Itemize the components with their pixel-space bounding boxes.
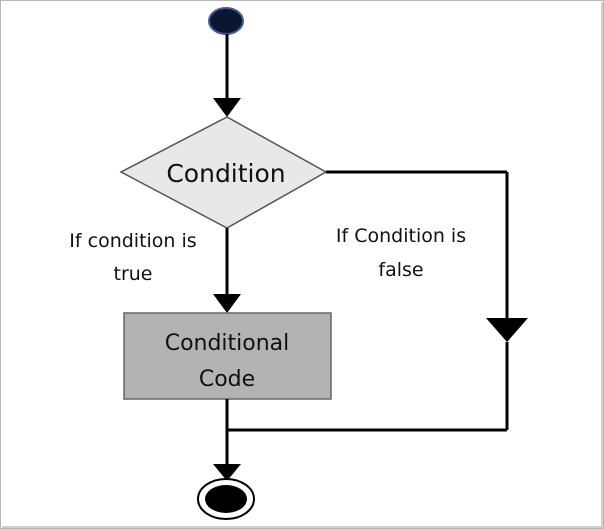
process-label-line1: Conditional (165, 331, 290, 356)
false-branch-arrowhead (486, 318, 528, 342)
true-branch-arrowhead (213, 294, 241, 313)
decision-label: Condition (166, 159, 285, 188)
true-branch-label-line1: If condition is (69, 230, 196, 252)
start-node (208, 7, 244, 35)
false-branch-label-line1: If Condition is (336, 225, 466, 247)
end-node-inner-dot (205, 485, 247, 513)
start-to-decision-arrowhead (213, 98, 241, 117)
process-label-line2: Code (199, 367, 255, 392)
true-branch-label-line2: true (114, 263, 153, 285)
process-to-end-arrowhead (213, 464, 241, 481)
false-branch-label-line2: false (378, 259, 423, 281)
